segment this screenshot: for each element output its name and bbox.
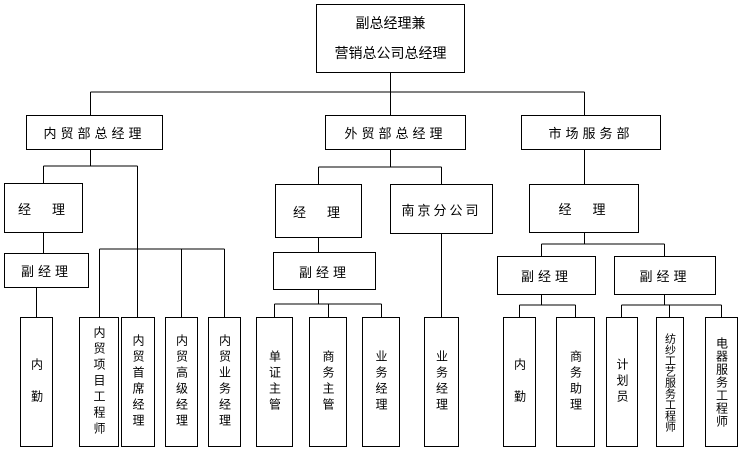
node-market-deputy-left: 副经理 <box>497 256 596 295</box>
node-domestic-staff-2: 内贸首席经理 <box>121 317 155 447</box>
node-domestic-deputy: 副经理 <box>4 253 89 288</box>
node-gm-line2: 营销总公司总经理 <box>334 45 447 62</box>
node-market-staff-5: 电器服务工程师 <box>705 317 738 447</box>
connector <box>541 150 665 256</box>
node-gm: 副总经理兼 营销总公司总经理 <box>316 4 465 73</box>
node-market-manager: 经 理 <box>529 184 639 233</box>
connector <box>621 295 722 317</box>
node-gm-line1: 副总经理兼 <box>355 15 426 32</box>
node-domestic-staff-4: 内贸业务经理 <box>208 317 241 447</box>
node-market-staff-1: 内 勤 <box>503 317 536 447</box>
node-nanjing-branch: 南京分公司 <box>390 184 493 234</box>
node-foreign-manager: 经 理 <box>275 184 362 238</box>
node-domestic-head: 内贸部总经理 <box>26 115 163 150</box>
node-domestic-clerk: 内 勤 <box>20 317 53 447</box>
node-foreign-staff-1: 单证主管 <box>256 317 293 447</box>
connector <box>90 73 585 115</box>
node-market-staff-3: 计划员 <box>606 317 638 447</box>
node-market-staff-4: 纺纱工艺服务工程师 <box>656 317 684 447</box>
node-foreign-staff-2: 商务主管 <box>309 317 347 447</box>
node-foreign-head: 外贸部总经理 <box>325 115 466 150</box>
connector <box>36 150 138 317</box>
node-market-staff-2: 商务助理 <box>556 317 595 447</box>
node-nanjing-staff: 业务经理 <box>424 317 459 447</box>
node-domestic-staff-3: 内贸高级经理 <box>165 317 198 447</box>
connector <box>318 150 442 184</box>
node-market-head: 市场服务部 <box>521 115 661 150</box>
node-market-deputy-right: 副经理 <box>614 256 716 295</box>
node-domestic-staff-1: 内贸项目工程师 <box>79 317 119 447</box>
node-domestic-manager: 经 理 <box>4 183 83 233</box>
connector <box>519 295 576 317</box>
node-foreign-staff-3: 业务经理 <box>362 317 400 447</box>
connector <box>274 238 382 317</box>
node-foreign-deputy: 副经理 <box>273 252 376 290</box>
connector <box>99 166 225 317</box>
